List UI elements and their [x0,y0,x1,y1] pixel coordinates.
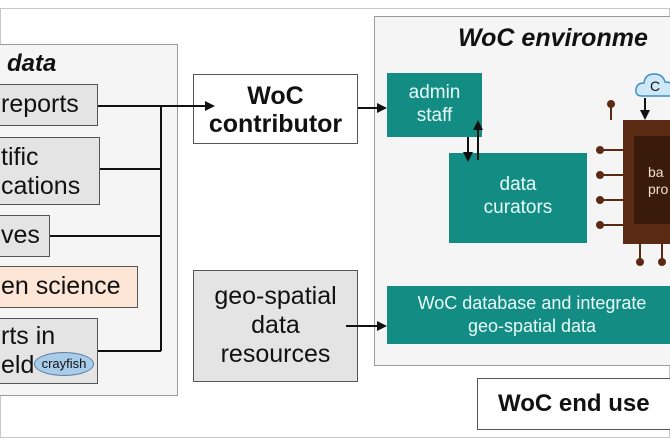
source-experts-line2: eld [1,351,35,379]
woc-contributor-box: WoC contributor [193,74,358,144]
contributor-line2: contributor [208,110,343,138]
source-reports: reports [0,84,98,126]
geo-spatial-resources-box: geo-spatial data resources [193,270,358,382]
source-reports-label: reports [1,90,79,118]
source-citizen-science: en science [0,266,138,308]
geo-line3: resources [220,340,331,368]
admin-line2: staff [416,105,453,126]
database-line2: geo-spatial data [467,316,597,336]
woc-end-user-box: WoC end use [477,378,670,430]
chip-line2: pro [648,181,669,197]
woc-environment-title: WoC environme [458,24,648,52]
source-archives-label: ves [1,221,40,249]
data-curators-box: data curators [449,153,587,243]
data-sources-title: data [7,50,57,77]
curators-line1: data [499,174,537,195]
contributor-line1: WoC [247,82,304,110]
source-citizen-science-label: en science [1,272,121,300]
geo-line1: geo-spatial [214,282,337,310]
admin-staff-box: admin staff [387,73,482,137]
processor-chip: ba pro [623,120,670,244]
woc-database-bar: WoC database and integrate geo-spatial d… [387,286,670,344]
crayfish-badge: crayfish [34,352,94,376]
crayfish-badge-label: crayfish [41,356,87,371]
processor-core: ba pro [634,136,670,224]
cloud-label: C [650,78,661,94]
source-scientific-publications: tific cations [0,137,100,205]
cloud-icon [635,73,670,97]
source-publications-line1: tific [1,143,39,171]
chip-line1: ba [648,164,664,180]
source-archives: ves [0,215,50,257]
end-user-label: WoC end use [498,390,650,417]
admin-line1: admin [408,82,461,103]
source-publications-line2: cations [1,172,81,200]
geo-line2: data [251,311,300,339]
database-line1: WoC database and integrate [417,293,647,313]
curators-line2: curators [483,197,553,218]
source-experts-line1: rts in [1,322,56,350]
